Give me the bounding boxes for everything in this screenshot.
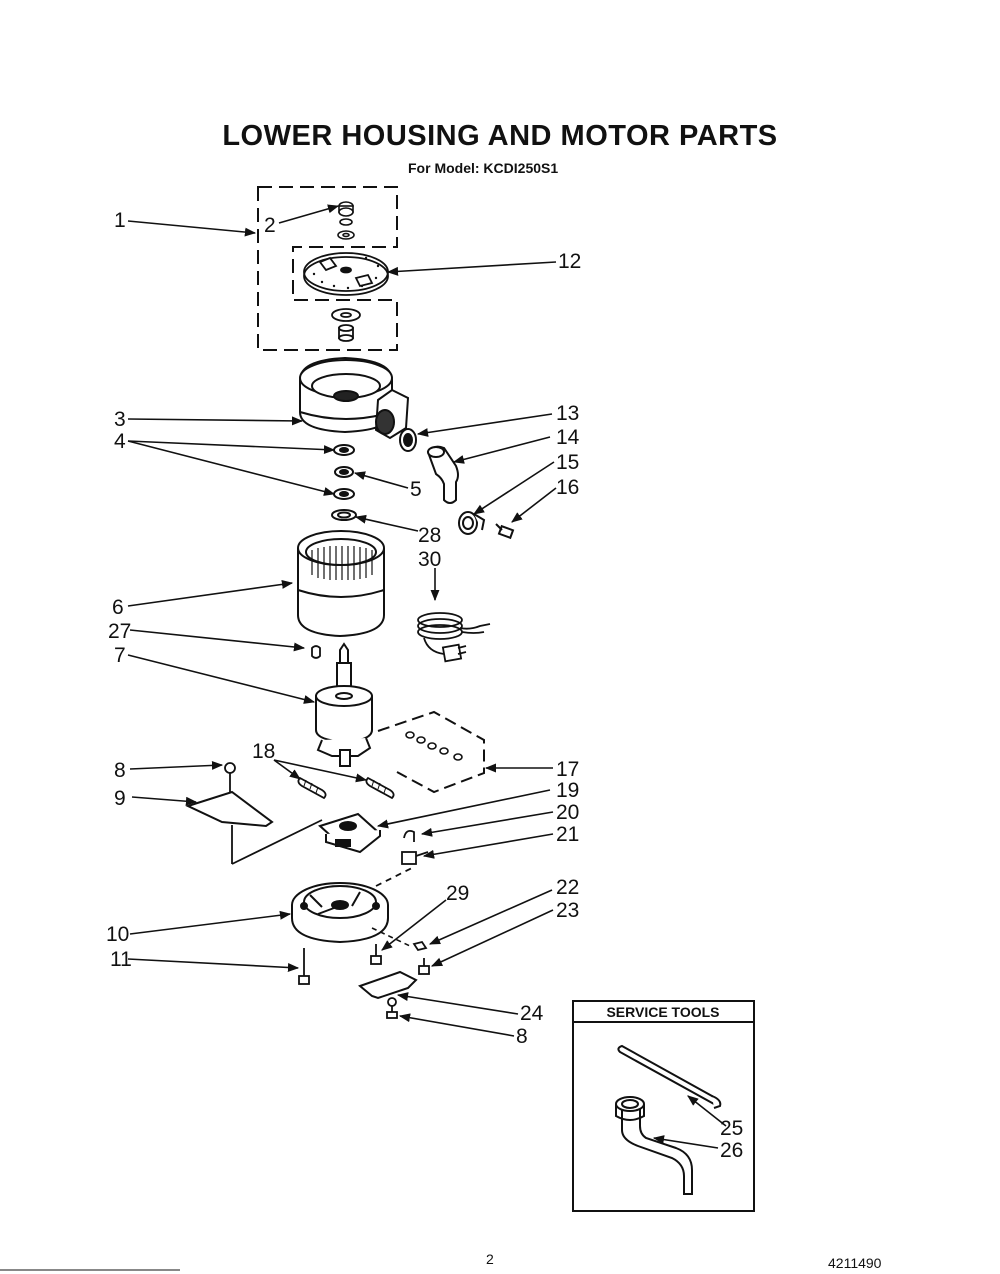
part-29-screw [370, 944, 382, 965]
callout-18: 18 [252, 740, 275, 763]
part-22-clip [412, 940, 428, 952]
part-27-clip [311, 645, 321, 659]
part-13-gasket [399, 428, 417, 452]
part-7-rotor-shaft [315, 642, 373, 767]
part-3-lower-housing [299, 356, 410, 440]
callout-6: 6 [112, 596, 124, 619]
callout-9: 9 [114, 787, 126, 810]
callout-14: 14 [556, 426, 580, 449]
callout-26: 26 [720, 1139, 743, 1162]
part-2-nut-stack [337, 201, 355, 240]
bearing-washer-stack [331, 444, 357, 521]
callout-3: 3 [114, 408, 126, 431]
callout-2: 2 [264, 214, 276, 237]
part-17-dashed-kit [377, 710, 485, 794]
callout-13: 13 [556, 402, 579, 425]
callout-24: 24 [520, 1002, 544, 1025]
guide-lines [231, 819, 323, 865]
callout-11: 11 [110, 948, 132, 971]
callout-27: 27 [108, 620, 131, 643]
callout-28: 28 [418, 524, 441, 547]
part-17-small-parts [405, 731, 463, 761]
callout-12: 12 [558, 250, 581, 273]
callout-19: 19 [556, 779, 579, 802]
callout-17: 17 [556, 758, 579, 781]
part-6-stator [297, 530, 385, 638]
callout-15: 15 [556, 451, 579, 474]
part-26-drain-elbow-tool [615, 1096, 693, 1195]
document-number: 4211490 [828, 1255, 882, 1271]
callout-29: 29 [446, 882, 469, 905]
part-20-clip [403, 829, 415, 842]
part-18-springs [297, 776, 395, 800]
part-9-cover-plate [185, 790, 274, 828]
callout-5: 5 [410, 478, 422, 501]
callout-1: 1 [114, 209, 126, 232]
callout-8-upper: 8 [114, 759, 126, 782]
page-number: 2 [486, 1251, 494, 1267]
callout-21: 21 [556, 823, 579, 846]
service-tools-box [572, 1000, 755, 1212]
part-23-screw [418, 958, 430, 975]
callout-8-lower: 8 [516, 1025, 528, 1048]
part-8-screw-lower [386, 997, 398, 1019]
callout-25: 25 [720, 1117, 743, 1140]
part-19-terminal-board [318, 812, 381, 854]
dashed-assembly-boundary [257, 186, 398, 351]
callout-20: 20 [556, 801, 579, 824]
diagram-title: LOWER HOUSING AND MOTOR PARTS [222, 120, 778, 152]
part-15-tube-flange [458, 511, 486, 535]
callout-labels: 1 2 12 3 4 5 13 14 15 16 28 30 6 27 7 18… [106, 209, 743, 1162]
callout-7: 7 [114, 644, 126, 667]
part-12-flywheel-plate [303, 252, 389, 296]
callout-16: 16 [556, 476, 579, 499]
dashed-leader-21 [375, 867, 413, 887]
model-subtitle: For Model: KCDI250S1 [408, 160, 559, 176]
part-25-wrench-tool [617, 1044, 722, 1109]
part-14-discharge-tube [426, 445, 459, 504]
callout-30: 30 [418, 548, 441, 571]
part-21-connector [401, 851, 429, 865]
part-24-cover [358, 970, 418, 1000]
leader-lines [127, 204, 727, 1149]
callout-10: 10 [106, 923, 129, 946]
part-10-end-bell [291, 882, 389, 944]
part-16-screw [495, 523, 515, 540]
service-tools-title: SERVICE TOOLS [606, 1004, 719, 1020]
dashed-leader-29 [371, 927, 411, 947]
part-11-through-bolt [298, 948, 310, 985]
callout-4: 4 [114, 430, 126, 453]
callout-22: 22 [556, 876, 579, 899]
part-30-power-cord [417, 612, 491, 663]
flywheel-hub [331, 308, 361, 342]
callout-23: 23 [556, 899, 579, 922]
